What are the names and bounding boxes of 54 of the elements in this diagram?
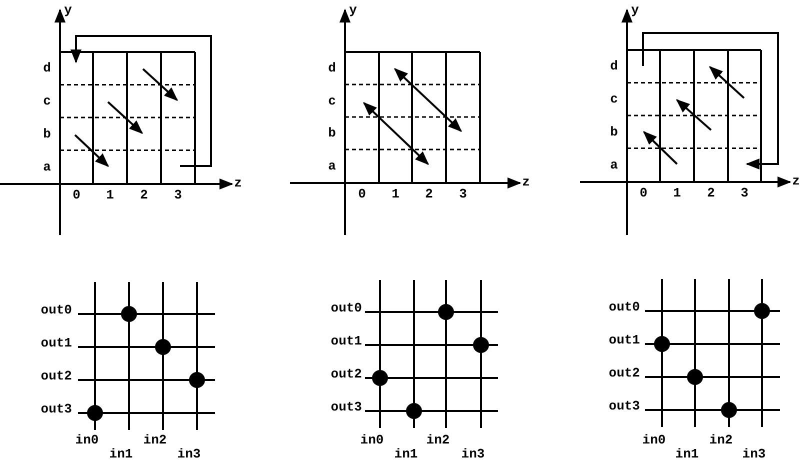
output-label: out0 xyxy=(608,300,640,314)
column-label: 2 xyxy=(140,188,148,202)
input-label: in3 xyxy=(742,448,766,460)
input-label: in1 xyxy=(675,448,699,460)
row-label: d xyxy=(328,62,336,75)
axis-label: z xyxy=(522,176,530,188)
output-label: out3 xyxy=(608,400,640,412)
axis-label: z xyxy=(234,176,242,190)
row-label: c xyxy=(43,94,51,108)
output-label: out2 xyxy=(330,368,362,380)
output-label: out1 xyxy=(40,336,72,350)
input-label: in3 xyxy=(177,448,201,460)
input-label: in2 xyxy=(426,434,450,446)
input-label: in1 xyxy=(109,448,133,460)
output-label: out0 xyxy=(330,302,362,314)
column-label: 0 xyxy=(358,188,366,200)
input-label: in3 xyxy=(461,448,485,460)
column-label: 0 xyxy=(72,188,80,202)
output-label: out2 xyxy=(40,370,72,382)
column-label: 1 xyxy=(106,188,114,202)
column-label: 3 xyxy=(174,188,182,202)
column-label: 3 xyxy=(740,186,748,200)
input-label: in2 xyxy=(143,434,167,446)
column-label: 1 xyxy=(673,186,681,200)
row-label: b xyxy=(43,127,51,140)
row-label: c xyxy=(610,92,618,106)
output-label: out0 xyxy=(40,304,72,316)
output-label: out1 xyxy=(330,334,362,348)
column-label: 0 xyxy=(640,186,648,200)
row-label: b xyxy=(610,125,618,138)
row-label: d xyxy=(43,62,51,75)
row-label: a xyxy=(43,160,51,174)
column-label: 2 xyxy=(425,188,433,200)
input-label: in2 xyxy=(709,434,733,446)
axis-label: y xyxy=(64,4,72,16)
input-label: in0 xyxy=(642,434,666,446)
row-label: d xyxy=(610,60,618,73)
axis-label: z xyxy=(792,174,800,188)
column-label: 2 xyxy=(707,186,715,200)
input-label: in1 xyxy=(394,448,418,460)
input-label: in0 xyxy=(360,434,384,446)
output-label: out3 xyxy=(330,400,362,414)
axis-label: y xyxy=(631,4,639,16)
input-label: in0 xyxy=(75,434,99,446)
column-label: 3 xyxy=(459,188,467,200)
output-label: out2 xyxy=(608,366,640,380)
row-label: a xyxy=(610,158,618,172)
row-label: b xyxy=(328,126,336,140)
column-label: 1 xyxy=(392,188,400,200)
output-label: out1 xyxy=(608,334,640,346)
row-label: c xyxy=(328,94,336,108)
row-label: a xyxy=(328,159,336,172)
axis-label: y xyxy=(349,4,357,16)
output-label: out3 xyxy=(40,402,72,416)
